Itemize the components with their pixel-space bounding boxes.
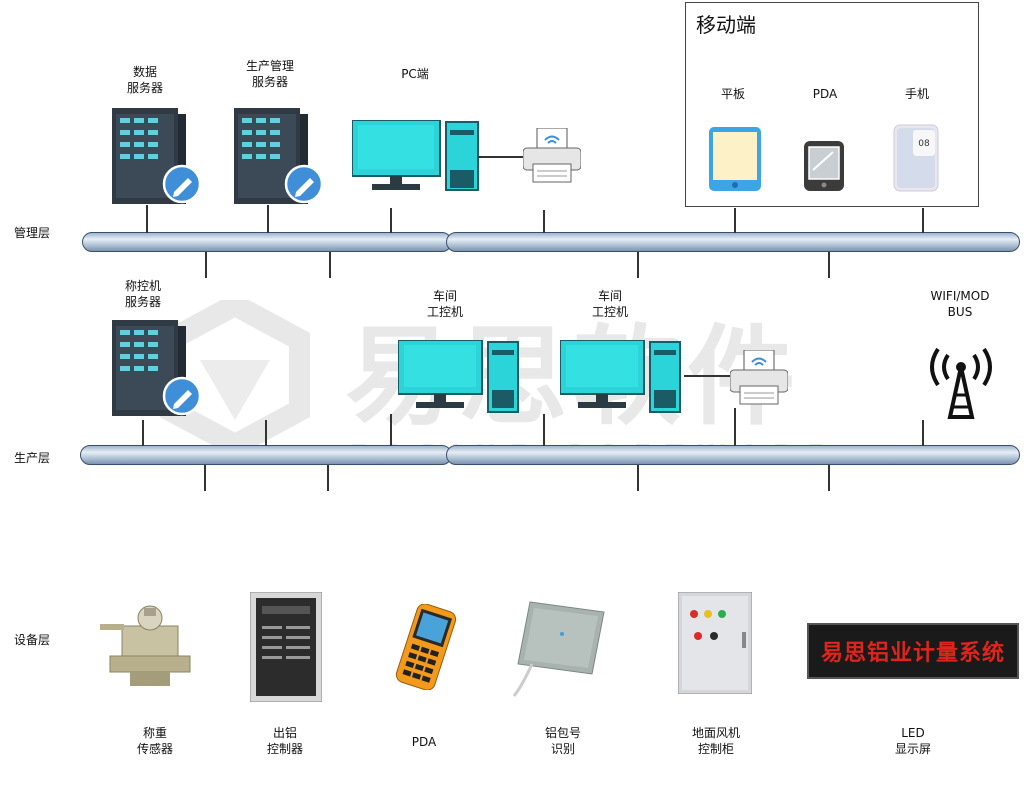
layer-label-equipment: 设备层 (14, 633, 51, 647)
connector (828, 252, 830, 278)
svg-text:08: 08 (918, 139, 930, 149)
workshop-pc-1-icon (398, 340, 519, 413)
data-server-label: 数据 服务器 (126, 65, 163, 95)
production-bus-left (80, 445, 452, 465)
management-bus-right (446, 232, 1020, 252)
workshop-pc-2-icon (560, 340, 681, 413)
led-display-label: LED 显示屏 (894, 726, 931, 756)
led-display-text: 易思铝业计量系统 (820, 641, 1005, 666)
connector (543, 414, 545, 446)
workshop-pc-2-label: 车间 工控机 (591, 289, 628, 319)
connector (734, 208, 736, 233)
connector (543, 210, 545, 233)
pc-label: PC端 (401, 67, 429, 81)
casting-controller-icon (250, 592, 322, 702)
connector (637, 465, 639, 491)
connector (205, 252, 207, 278)
rfid-reader-label: 铝包号 识别 (544, 726, 581, 756)
connector (922, 208, 924, 233)
load-cell-label: 称重 传感器 (136, 726, 173, 756)
connector (637, 252, 639, 278)
mobile-pda-label: PDA (812, 87, 838, 101)
pda-device-icon (804, 141, 844, 191)
connector (390, 208, 392, 233)
pc-icon (352, 120, 479, 191)
wifi-antenna-icon (930, 347, 992, 419)
pda-handheld-icon (395, 604, 457, 690)
printer-icon (730, 350, 788, 405)
connector (922, 420, 924, 446)
connector (329, 252, 331, 278)
mobile-title: 移动端 (696, 13, 756, 37)
layer-label-management: 管理层 (14, 226, 51, 240)
management-bus-left (82, 232, 452, 252)
fan-control-cabinet-label: 地面风机 控制柜 (691, 726, 740, 756)
data-server-icon (112, 108, 202, 204)
connector (142, 420, 144, 446)
connector (146, 205, 148, 233)
phone-label: 手机 (904, 87, 929, 101)
connector (828, 465, 830, 491)
rfid-reader-icon (512, 601, 605, 697)
pc-printer-link (478, 156, 526, 158)
connector (204, 465, 206, 491)
tablet-icon (709, 127, 761, 191)
phone-icon: 08 (893, 124, 939, 192)
layer-label-production: 生产层 (14, 451, 51, 465)
load-cell-icon (100, 605, 191, 686)
led-display: 易思铝业计量系统 (807, 623, 1019, 679)
production-bus-right (446, 445, 1020, 465)
tablet-label: 平板 (720, 87, 745, 101)
connector (265, 420, 267, 446)
pda-handheld-label: PDA (411, 735, 437, 749)
connector (734, 408, 736, 446)
connector (267, 205, 269, 233)
casting-controller-label: 出铝 控制器 (266, 726, 303, 756)
printer-icon (523, 128, 581, 183)
prod-mgmt-server-label: 生产管理 服务器 (245, 59, 294, 89)
fan-control-cabinet-icon (678, 592, 752, 694)
prod-mgmt-server-icon (234, 108, 324, 204)
workshop-printer-link (684, 375, 732, 377)
connector (327, 465, 329, 491)
connector (390, 414, 392, 446)
scale-server-label: 称控机 服务器 (124, 279, 161, 309)
wifi-label: WIFI/MOD BUS (930, 289, 990, 319)
workshop-pc-1-label: 车间 工控机 (426, 289, 463, 319)
scale-server-icon (112, 320, 202, 416)
